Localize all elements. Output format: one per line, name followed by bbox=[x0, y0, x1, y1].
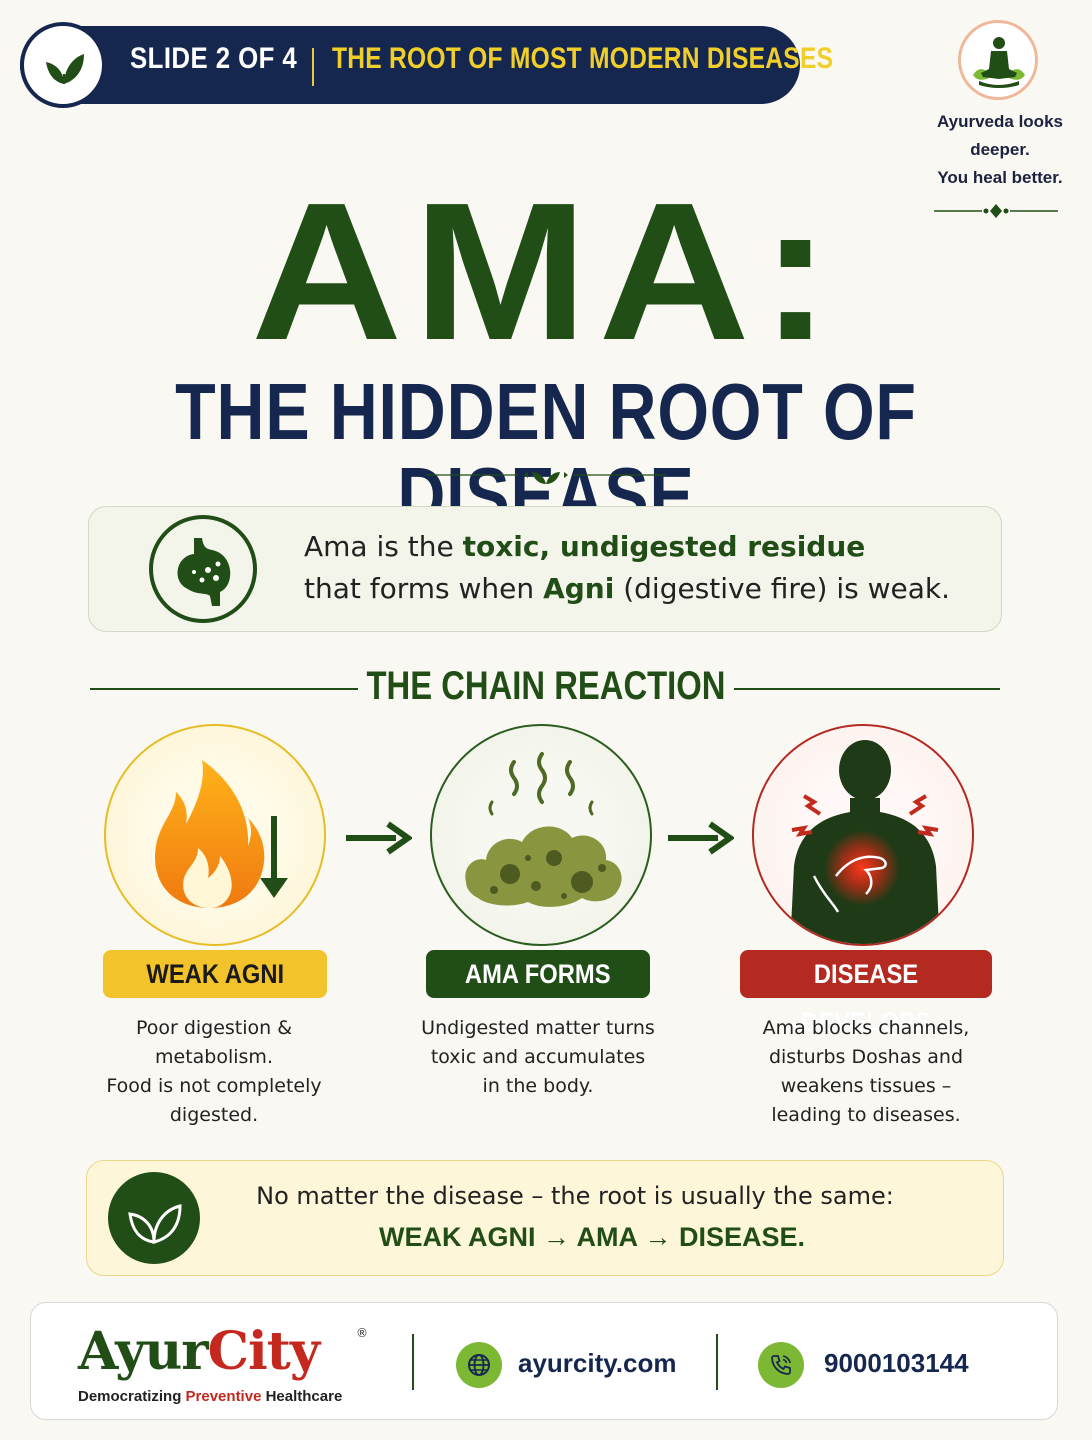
desc-line: Ama blocks channels, bbox=[762, 1017, 970, 1039]
phone-icon bbox=[758, 1342, 804, 1388]
definition-part: that forms when bbox=[304, 572, 544, 605]
step-label-text: AMA FORMS bbox=[465, 959, 611, 989]
summary-formula: WEAK AGNI → AMA → DISEASE. bbox=[378, 1222, 805, 1252]
slide-banner bbox=[20, 26, 800, 104]
weak-agni-description: Poor digestion & metabolism. Food is not… bbox=[74, 1014, 354, 1130]
slide-counter: SLIDE 2 OF 4 bbox=[130, 42, 298, 75]
definition-part: Ama is the bbox=[304, 530, 463, 563]
definition-highlight: Agni bbox=[543, 572, 615, 605]
weak-agni-label: WEAK AGNI bbox=[103, 950, 327, 998]
headline-main: AMA: bbox=[250, 162, 842, 381]
tagline-line: You heal better. bbox=[937, 168, 1063, 187]
leaf-icon bbox=[108, 1172, 200, 1264]
desc-line: metabolism. bbox=[155, 1046, 273, 1068]
step-label-text: DISEASE DEVELOPS bbox=[801, 959, 931, 1037]
footer-divider bbox=[716, 1334, 718, 1390]
summary-box bbox=[86, 1160, 1004, 1276]
headline-sub: THE HIDDEN ROOT OF DISEASE bbox=[175, 367, 917, 540]
meditation-icon bbox=[958, 20, 1038, 100]
website-link[interactable]: ayurcity.com bbox=[518, 1348, 677, 1378]
brand-tag-part: Healthcare bbox=[261, 1388, 343, 1405]
stomach-icon bbox=[149, 515, 257, 623]
disease-circle bbox=[752, 724, 974, 946]
desc-line: leading to diseases. bbox=[771, 1104, 961, 1126]
weak-agni-circle bbox=[104, 724, 326, 946]
desc-line: digested. bbox=[169, 1104, 259, 1126]
disease-develops-label: DISEASE DEVELOPS bbox=[740, 950, 992, 1037]
tagline: Ayurveda looks deeper. You heal better. bbox=[916, 108, 1084, 192]
desc-line: toxic and accumulates bbox=[430, 1046, 646, 1068]
desc-line: in the body. bbox=[482, 1075, 594, 1097]
desc-line: Food is not completely bbox=[106, 1075, 322, 1097]
globe-icon bbox=[456, 1342, 502, 1388]
chain-line-right bbox=[734, 688, 1000, 690]
ama-forms-circle bbox=[430, 724, 652, 946]
brand-tag-part: Democratizing bbox=[78, 1388, 186, 1405]
brand-logo[interactable]: AyurCity bbox=[78, 1321, 320, 1382]
leaf-divider-icon bbox=[426, 472, 666, 484]
ornament-divider-icon bbox=[934, 204, 1058, 218]
sick-person-icon bbox=[790, 740, 940, 944]
desc-line: weakens tissues – bbox=[780, 1075, 952, 1097]
definition-highlight: toxic, undigested residue bbox=[462, 530, 866, 563]
footer-bar bbox=[30, 1302, 1058, 1420]
phone-number[interactable]: 9000103144 bbox=[824, 1348, 969, 1378]
brand-tagline: Democratizing Preventive Healthcare bbox=[78, 1388, 342, 1405]
footer-divider bbox=[412, 1334, 414, 1390]
registered-mark: ® bbox=[356, 1326, 368, 1340]
desc-line: Undigested matter turns bbox=[421, 1017, 655, 1039]
flame-icon bbox=[155, 760, 288, 908]
definition-part: (digestive fire) is weak. bbox=[614, 572, 950, 605]
desc-line: Poor digestion & bbox=[135, 1017, 293, 1039]
tagline-line: deeper. bbox=[970, 140, 1030, 159]
leaf-logo-icon bbox=[20, 22, 106, 108]
disease-description: Ama blocks channels, disturbs Doshas and… bbox=[726, 1014, 1006, 1130]
arrow-right-icon bbox=[346, 821, 412, 855]
brand-name-part: Ayur bbox=[78, 1321, 209, 1382]
ama-forms-label: AMA FORMS bbox=[426, 950, 650, 998]
chain-title: THE CHAIN REACTION bbox=[366, 664, 726, 708]
definition-box bbox=[88, 506, 1002, 632]
arrow-right-icon bbox=[668, 821, 734, 855]
definition-text: Ama is the toxic, undigested residue tha… bbox=[304, 526, 950, 610]
banner-title: THE ROOT OF MOST MODERN DISEASES bbox=[332, 42, 834, 75]
desc-line: disturbs Doshas and bbox=[768, 1046, 964, 1068]
brand-tag-part: Preventive bbox=[185, 1388, 262, 1405]
banner-divider bbox=[312, 48, 314, 86]
chain-line-left bbox=[90, 688, 358, 690]
toxic-residue-icon bbox=[465, 752, 622, 907]
summary-line: No matter the disease – the root is usua… bbox=[256, 1182, 894, 1210]
ama-forms-description: Undigested matter turns toxic and accumu… bbox=[398, 1014, 678, 1101]
brand-name-part: City bbox=[207, 1321, 320, 1382]
tagline-line: Ayurveda looks bbox=[937, 112, 1063, 131]
step-label-text: WEAK AGNI bbox=[146, 959, 284, 989]
